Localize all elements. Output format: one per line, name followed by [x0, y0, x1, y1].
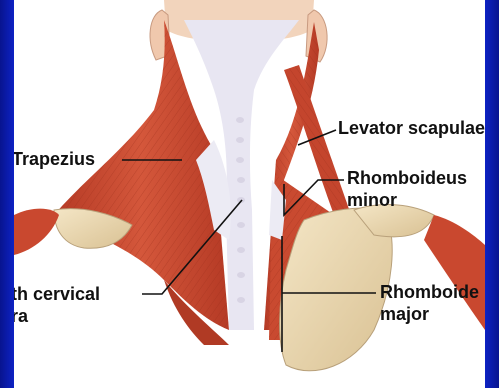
label-rhomboideus-minor-line1: Rhomboideus — [347, 168, 467, 189]
label-rhomboideus-minor-line2: minor — [347, 190, 397, 211]
label-trapezius: Trapezius — [14, 149, 95, 170]
label-cervical-line1: nth cervical — [14, 284, 100, 305]
right-shoulder-muscle — [424, 215, 485, 330]
left-shoulder-muscle — [14, 209, 59, 255]
label-rhomboideus-major-line2: major — [380, 304, 429, 325]
neck-back-muscles-drawing — [14, 0, 485, 388]
label-cervical-line2: ora — [14, 306, 28, 327]
label-rhomboideus-major-line1: Rhomboide — [380, 282, 479, 303]
label-levator-scapulae: Levator scapulae — [338, 118, 485, 139]
anatomy-illustration: Trapezius Levator scapulae Rhomboideus m… — [14, 0, 485, 388]
